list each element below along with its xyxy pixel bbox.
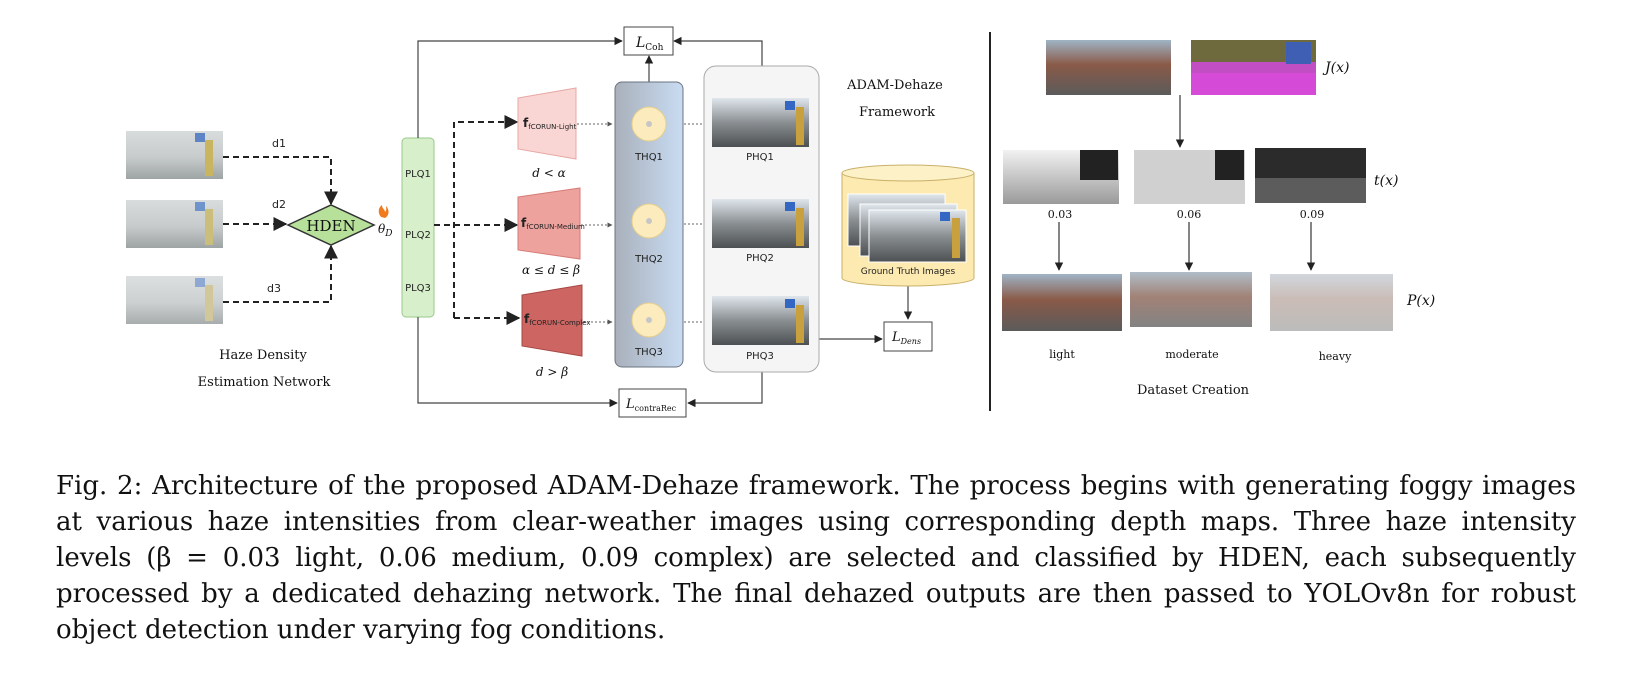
beta-label-2: 0.06 — [1177, 208, 1202, 221]
theta-d-label: θD — [378, 222, 392, 239]
corun-light-block — [517, 87, 577, 160]
hden-label: HDEN — [306, 217, 355, 235]
corun-complex-block — [521, 284, 583, 357]
loss-contrarec-label: LcontraRec — [625, 397, 677, 413]
corun-medium-block — [517, 187, 581, 260]
phq-image-2 — [712, 199, 809, 248]
loss-coh-label: LCoh — [635, 35, 664, 53]
corun-complex-label: ffCORUN-Complex — [524, 312, 591, 327]
dataset-title: Dataset Creation — [1137, 383, 1250, 398]
depth-maps — [1003, 148, 1366, 204]
beta-label-3: 0.09 — [1300, 208, 1325, 221]
phq-label-3: PHQ3 — [746, 351, 774, 362]
phq-label-1: PHQ1 — [746, 152, 774, 163]
foggy-moderate — [1130, 272, 1252, 327]
thq-circles — [631, 106, 667, 338]
hazy-image-2 — [126, 200, 223, 248]
plq-label-1: PLQ1 — [405, 169, 431, 180]
phq-label-2: PHQ2 — [746, 253, 774, 264]
plq-label-3: PLQ3 — [405, 283, 431, 294]
hden-title-line1: Haze Density — [219, 348, 307, 363]
figure-caption: Fig. 2: Architecture of the proposed ADA… — [56, 471, 1576, 645]
hden-connections — [223, 156, 338, 303]
loss-dens-label: LDens — [891, 330, 921, 346]
beta-label-1: 0.03 — [1048, 208, 1073, 221]
ground-truth-database-icon — [841, 164, 975, 287]
thq-label-1: THQ1 — [634, 152, 663, 163]
j-label: J(x) — [1322, 60, 1349, 76]
foggy-outputs — [1002, 272, 1393, 331]
plq-label-2: PLQ2 — [405, 230, 431, 241]
phq-image-3 — [712, 296, 809, 345]
distance-label-3: d3 — [267, 282, 281, 295]
hazy-image-3 — [126, 276, 223, 324]
thq-label-3: THQ3 — [634, 347, 663, 358]
hden-title-line2: Estimation Network — [198, 375, 331, 390]
cond-light: d < α — [532, 166, 565, 180]
foggy-light — [1002, 274, 1122, 331]
phq-images — [712, 98, 809, 345]
cond-medium: α ≤ d ≤ β — [522, 263, 580, 277]
p-label: P(x) — [1406, 293, 1435, 309]
level-heavy: heavy — [1319, 350, 1352, 363]
level-moderate: moderate — [1165, 348, 1218, 361]
ground-truth-label: Ground Truth Images — [861, 267, 956, 277]
framework-title-line2: Framework — [859, 105, 935, 120]
hden-diamond — [286, 204, 376, 246]
distance-label-1: d1 — [272, 137, 286, 150]
cond-complex: d > β — [536, 365, 568, 379]
level-light: light — [1049, 348, 1075, 361]
flame-icon — [378, 205, 389, 218]
t-label: t(x) — [1374, 173, 1398, 189]
hazy-image-1 — [126, 131, 223, 179]
clear-image — [1046, 40, 1171, 95]
routing-arrows — [434, 115, 521, 325]
thq-label-2: THQ2 — [634, 254, 663, 265]
hazy-input-images — [126, 131, 223, 324]
loss-dens-box — [883, 321, 933, 352]
loss-coh-box — [623, 26, 674, 56]
architecture-diagram: d1 d2 d3 HDEN θD Haze Density Estimation… — [126, 26, 1435, 418]
corun-light-label: ffCORUN-Light — [523, 116, 577, 131]
corun-medium-label: ffCORUN-Medium — [521, 216, 585, 231]
framework-title-line1: ADAM-Dehaze — [846, 78, 943, 93]
loss-loop-lines — [417, 36, 913, 408]
distance-label-2: d2 — [272, 198, 286, 211]
dataset-top-images — [1046, 40, 1316, 95]
loss-contrarec-box — [618, 388, 687, 418]
dataset-arrows — [1054, 95, 1316, 271]
phq-image-1 — [712, 98, 809, 147]
